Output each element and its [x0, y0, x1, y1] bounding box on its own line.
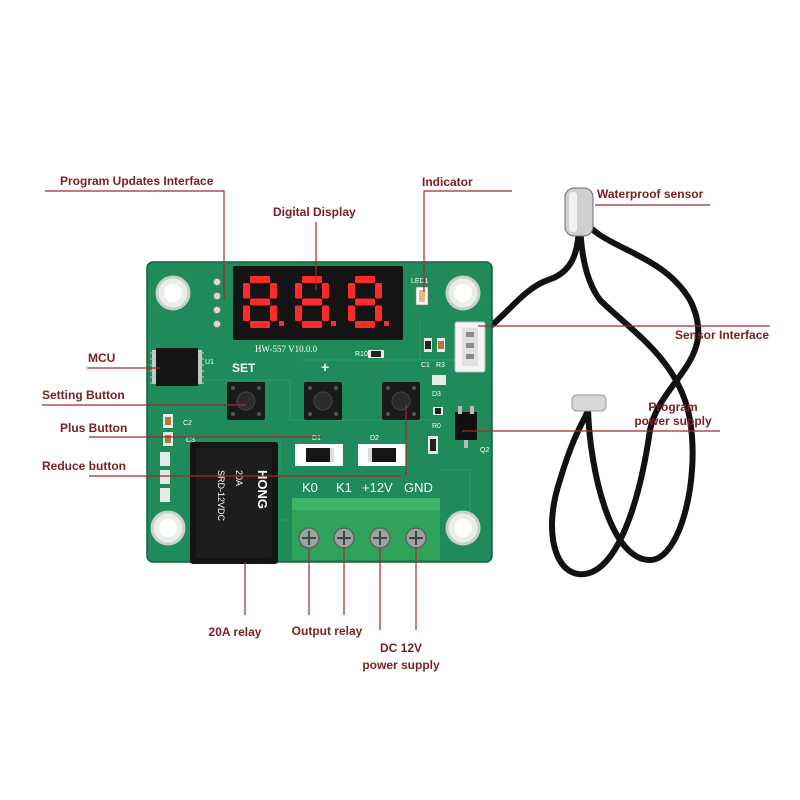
model-number: HW-557 V10.0.0 — [255, 344, 318, 354]
display-segment — [250, 298, 270, 306]
label-reduce-button: Reduce button — [42, 459, 126, 473]
silk-c3: C3 — [186, 437, 195, 444]
label-sensor-interface: Sensor Interface — [675, 328, 769, 342]
display-segment — [375, 283, 382, 299]
relay-rating: 20A — [234, 470, 244, 486]
display-digit — [348, 276, 389, 328]
display-digit — [243, 276, 284, 328]
diode-d2: D2 — [358, 435, 406, 466]
label-dc-12v-1: DC 12V — [380, 641, 422, 655]
display-segment — [322, 283, 329, 299]
mounting-hole-bottom-right — [445, 510, 481, 546]
silk-plus: + — [321, 359, 329, 375]
terminal-label-gnd: GND — [404, 480, 433, 495]
display-segment — [295, 305, 302, 321]
waterproof-sensor-probe — [564, 187, 594, 237]
silk-r0: R0 — [432, 423, 441, 430]
display-segment — [302, 298, 322, 306]
silk-u1: U1 — [205, 359, 214, 366]
display-segment — [302, 321, 322, 328]
sensor-connector — [454, 321, 486, 373]
relay-model: SRD-12VDC — [216, 470, 226, 522]
label-program-updates-interface: Program Updates Interface — [60, 174, 214, 188]
label-digital-display: Digital Display — [273, 205, 356, 219]
mcu-chip: U1 — [150, 348, 214, 386]
label-waterproof-sensor: Waterproof sensor — [597, 187, 704, 201]
relay-20a: HONG SRD-12VDC 20A — [190, 442, 278, 564]
label-20a-relay: 20A relay — [209, 625, 262, 639]
display-segment — [250, 321, 270, 328]
display-segment — [355, 321, 375, 328]
silk-d2: D2 — [370, 435, 379, 442]
mounting-hole-top-left — [155, 275, 191, 311]
silk-q2: Q2 — [480, 447, 489, 454]
leader-lines — [42, 190, 770, 630]
relay-brand: HONG — [255, 470, 270, 509]
display-decimal-point — [384, 321, 389, 326]
silk-led1: LED1 — [411, 278, 429, 285]
display-segment — [270, 305, 277, 321]
terminal-labels: K0 K1 +12V GND — [302, 480, 433, 495]
seven-segment-display: HW-557 V10.0.0 — [233, 266, 403, 354]
display-segment — [355, 298, 375, 306]
display-digit — [295, 276, 336, 328]
led-indicator: LED1 — [411, 278, 429, 306]
display-segment — [270, 283, 277, 299]
label-mcu: MCU — [88, 351, 115, 365]
label-indicator: Indicator — [422, 175, 473, 189]
smd-components: C1 R3 R10 D3 R0 C2 C3 — [160, 338, 446, 502]
silk-r10: R10 — [355, 351, 368, 358]
display-segment — [250, 276, 270, 283]
label-program-power-supply-2: power supply — [634, 414, 712, 428]
program-header-pads — [213, 278, 221, 328]
setting-button[interactable] — [227, 382, 265, 420]
display-segment — [322, 305, 329, 321]
silk-d3: D3 — [432, 391, 441, 398]
terminal-label-k0: K0 — [302, 480, 318, 495]
label-setting-button: Setting Button — [42, 388, 125, 402]
program-power-transistor: Q2 — [455, 406, 489, 454]
reduce-button[interactable] — [382, 382, 420, 420]
display-segment — [243, 283, 250, 299]
pcb-board: U1 HW-557 V10.0.0 LED1 C1 R3 R10 D3 R0 — [146, 261, 493, 564]
display-segment — [348, 283, 355, 299]
display-decimal-point — [331, 321, 336, 326]
cable-tie — [571, 394, 607, 412]
label-dc-12v-2: power supply — [362, 658, 440, 672]
label-program-power-supply-1: Program — [648, 400, 697, 414]
terminal-label-k1: K1 — [336, 480, 352, 495]
mounting-hole-bottom-left — [150, 510, 186, 546]
display-decimal-point — [279, 321, 284, 326]
label-output-relay: Output relay — [292, 624, 363, 638]
silk-c1: C1 — [421, 362, 430, 369]
display-segment — [348, 305, 355, 321]
annotation-labels: Program Updates Interface Digital Displa… — [42, 174, 769, 672]
sensor-cable — [473, 209, 702, 578]
display-segment — [243, 305, 250, 321]
mounting-hole-top-right — [445, 275, 481, 311]
silk-set: SET — [232, 361, 256, 375]
terminal-label-12v: +12V — [362, 480, 393, 495]
silk-c2: C2 — [183, 420, 192, 427]
plus-button[interactable] — [304, 382, 342, 420]
terminal-block — [292, 498, 440, 560]
silk-r3: R3 — [436, 362, 445, 369]
terminal-screws — [298, 527, 427, 549]
display-segment — [302, 276, 322, 283]
diode-d1: D1 — [295, 435, 343, 466]
display-segment — [295, 283, 302, 299]
display-segment — [355, 276, 375, 283]
silk-d1: D1 — [312, 435, 321, 442]
label-plus-button: Plus Button — [60, 421, 127, 435]
display-segment — [375, 305, 382, 321]
